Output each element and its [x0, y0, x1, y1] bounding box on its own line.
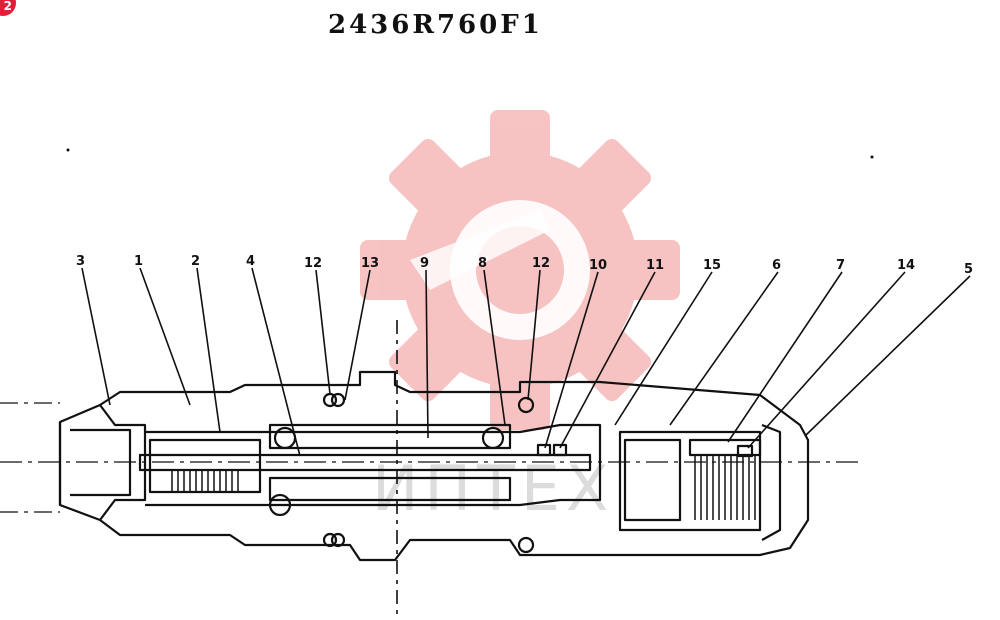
part-number-title: 2436R760F1: [328, 10, 543, 40]
watermark-text: ИПТЕХ: [372, 452, 615, 525]
part-label-12-left: 12: [304, 256, 322, 271]
part-label-11: 11: [646, 258, 664, 273]
page-badge: 2: [0, 0, 16, 16]
part-label-12-right: 12: [532, 256, 550, 271]
part-label-7: 7: [836, 258, 845, 273]
part-label-15: 15: [703, 258, 721, 273]
watermark-gear-icon: [360, 110, 680, 430]
valve-housing: [58, 370, 810, 562]
part-label-8: 8: [478, 256, 487, 271]
part-label-5: 5: [964, 262, 973, 277]
part-label-10: 10: [589, 258, 607, 273]
part-label-6: 6: [772, 258, 781, 273]
part-label-9: 9: [420, 256, 429, 271]
part-label-1: 1: [134, 254, 143, 269]
part-label-4: 4: [246, 254, 255, 269]
part-label-3: 3: [76, 254, 85, 269]
part-label-14: 14: [897, 258, 915, 273]
part-label-2: 2: [191, 254, 200, 269]
page-badge-number: 2: [3, 0, 12, 13]
part-label-13: 13: [361, 256, 379, 271]
